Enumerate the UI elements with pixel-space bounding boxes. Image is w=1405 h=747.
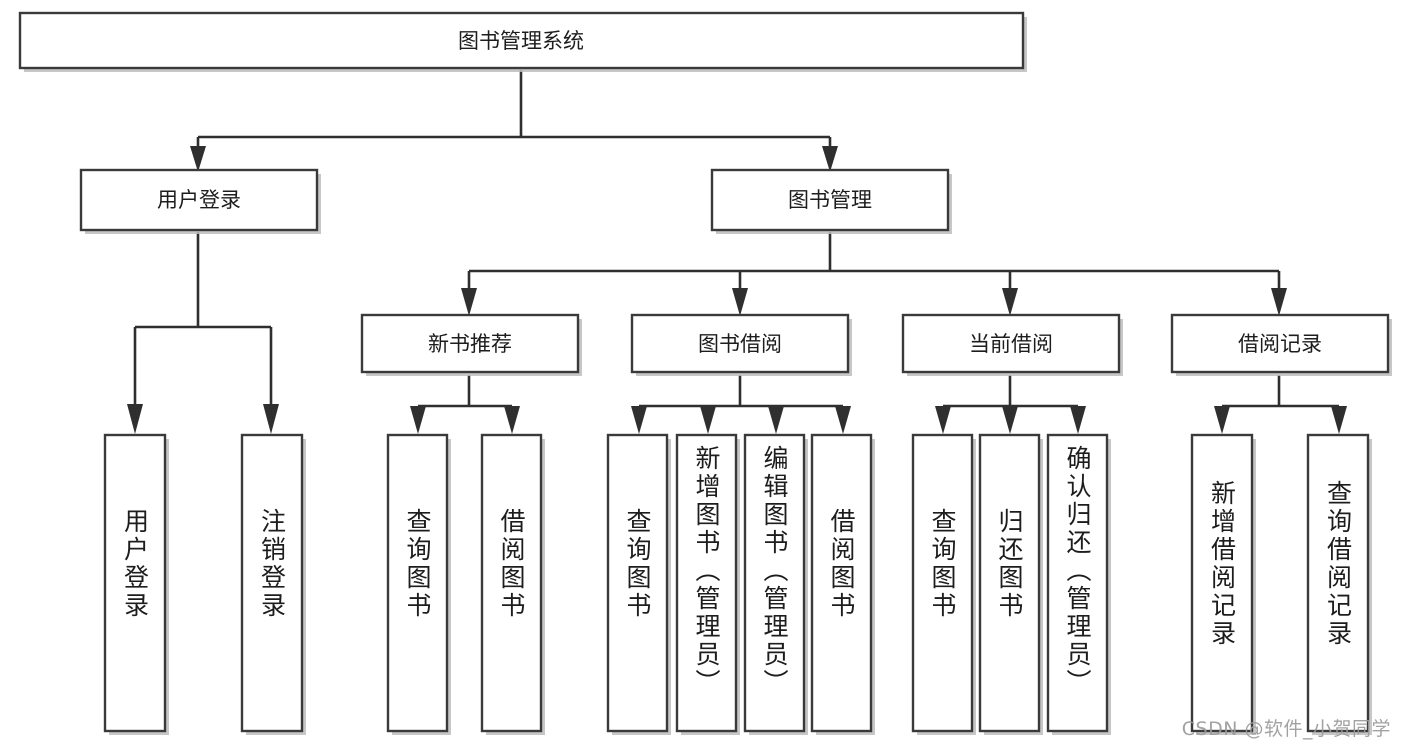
node-new-book-recommend-label: 新书推荐 [428, 332, 512, 356]
arrow-g3-l1 [935, 406, 951, 434]
node-borrow-record-box [1170, 313, 1390, 374]
node-book-management-label: 图书管理 [788, 188, 872, 212]
arrow-root-to-user [190, 146, 206, 172]
arrow-g1-l2 [504, 406, 520, 434]
leaf-box-confirm-return[interactable] [1046, 433, 1109, 733]
node-borrow-record-label: 借阅记录 [1238, 332, 1322, 356]
node-user-login-box [79, 168, 319, 232]
leaf-box-borrow-book-2[interactable] [810, 433, 873, 733]
node-borrow-record[interactable]: 借阅记录 [1170, 313, 1392, 376]
arrow-user-to-leaf2 [263, 404, 279, 434]
leaf-box-user-login[interactable] [103, 433, 167, 733]
arrow-user-to-leaf1 [127, 404, 143, 434]
leaf-box-add-book[interactable] [675, 433, 738, 733]
edge-layer [127, 70, 1347, 434]
leaf-box-borrow-book-1[interactable] [480, 433, 543, 733]
arrow-book-to-g2 [732, 288, 748, 316]
leaf-box-add-borrow-record[interactable] [1190, 433, 1254, 733]
arrow-g3-l2 [1002, 406, 1018, 434]
node-book-borrow-label: 图书借阅 [698, 332, 782, 356]
arrow-g1-l1 [410, 406, 426, 434]
arrow-book-to-g3 [1002, 288, 1018, 316]
node-current-borrow-box [901, 313, 1121, 374]
arrow-book-to-g1 [461, 288, 477, 316]
node-root-label: 图书管理系统 [458, 29, 584, 53]
arrow-g2-l4 [835, 406, 851, 434]
node-root[interactable]: 图书管理系统 [18, 11, 1027, 72]
node-user-login[interactable]: 用户登录 [79, 168, 321, 234]
node-current-borrow-label: 当前借阅 [969, 332, 1053, 356]
watermark-text: CSDN @软件_小贺同学 [1181, 718, 1391, 740]
leaf-box-query-book-1[interactable] [386, 433, 449, 733]
node-book-management-box [710, 168, 950, 232]
leaf-box-logout[interactable] [240, 433, 304, 733]
node-root-box [18, 11, 1025, 70]
node-new-book-recommend-box [360, 313, 580, 374]
leaf-box-query-book-2[interactable] [606, 433, 669, 733]
leaf-box-query-book-3[interactable] [911, 433, 974, 733]
arrow-g3-l3 [1070, 406, 1086, 434]
node-book-borrow-box [630, 313, 850, 374]
node-user-login-label: 用户登录 [157, 188, 241, 212]
arrow-g4-l2 [1331, 406, 1347, 434]
node-book-borrow[interactable]: 图书借阅 [630, 313, 852, 376]
node-current-borrow[interactable]: 当前借阅 [901, 313, 1123, 376]
arrow-root-to-book [822, 146, 838, 172]
leaf-box-return-book[interactable] [978, 433, 1041, 733]
arrow-book-to-g4 [1271, 288, 1287, 316]
node-book-management[interactable]: 图书管理 [710, 168, 952, 234]
arrow-g4-l1 [1214, 406, 1230, 434]
arrow-g2-l3 [768, 406, 784, 434]
leaf-box-query-borrow-record[interactable] [1306, 433, 1370, 733]
arrow-g2-l2 [700, 406, 716, 434]
leaf-box-layer [103, 433, 1372, 735]
arrow-g2-l1 [631, 406, 647, 434]
node-new-book-recommend[interactable]: 新书推荐 [360, 313, 582, 376]
leaf-box-edit-book[interactable] [743, 433, 806, 733]
